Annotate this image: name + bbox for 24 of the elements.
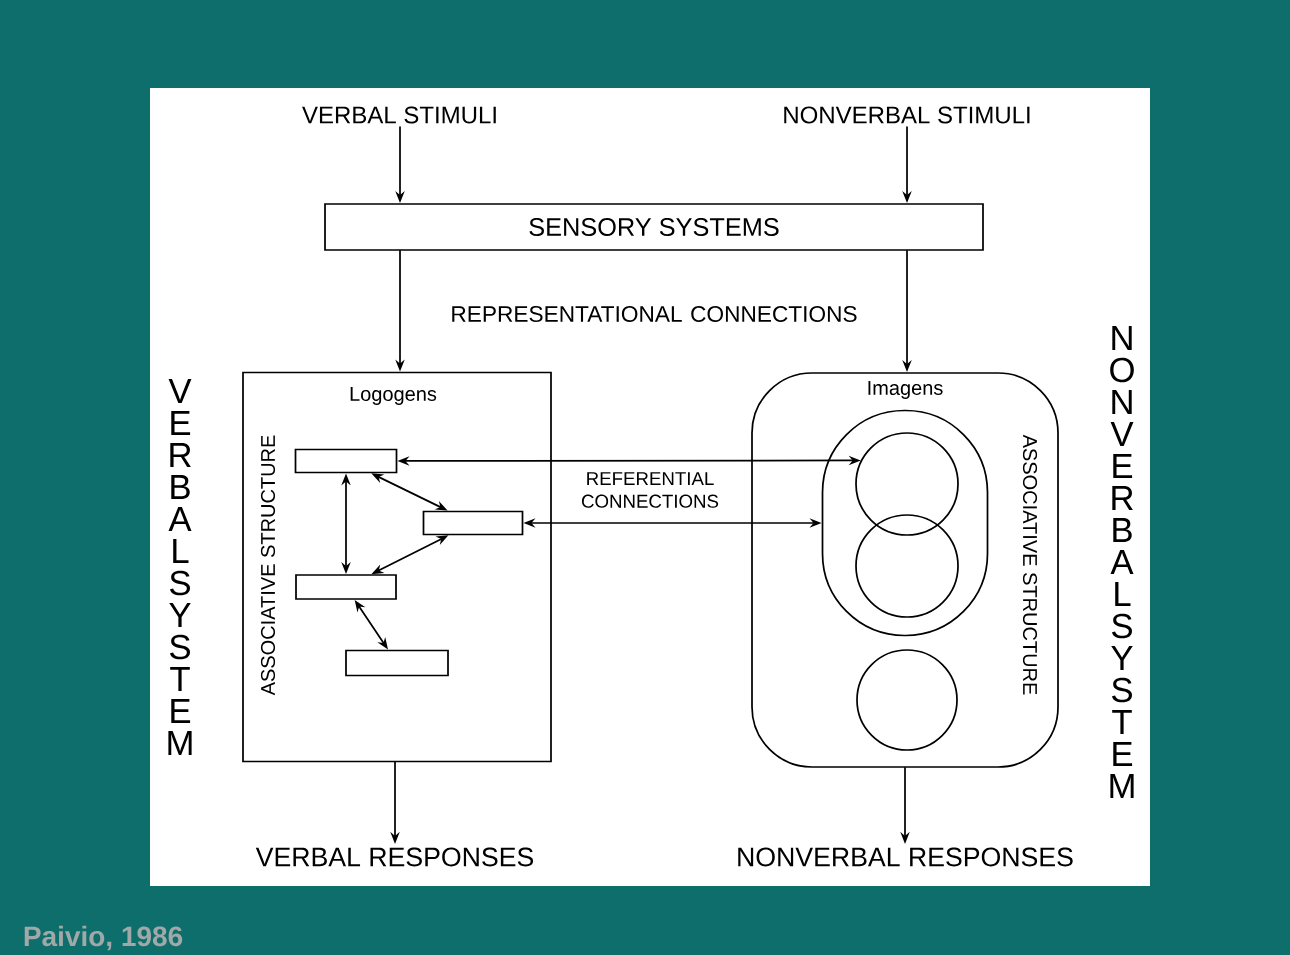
connection-label: REPRESENTATIONAL CONNECTIONS xyxy=(452,305,857,323)
circle xyxy=(856,649,958,751)
text-label: NONVERBAL STIMULI xyxy=(784,106,1030,124)
text-label: NONVERBAL RESPONSES xyxy=(738,847,1073,867)
small-box xyxy=(422,510,524,536)
circle xyxy=(855,514,959,618)
small-box xyxy=(295,574,397,600)
text-label: VERBAL STIMULI xyxy=(302,106,496,124)
system-box: Imagens ASSOCIATIVE STRUCTURE xyxy=(751,372,1059,768)
node-label: Logogens xyxy=(350,387,437,405)
node-label: ASSOCIATIVE STRUCTURE xyxy=(1022,434,1038,695)
connection-label: REFERENTIAL CONNECTIONS xyxy=(582,472,719,508)
circle xyxy=(855,432,959,536)
node-label: ASSOCIATIVE STRUCTURE xyxy=(260,435,276,696)
vertical-label: NONVERBAL SYSTEM xyxy=(1110,326,1134,798)
caption: Paivio, 1986 xyxy=(24,925,183,951)
vertical-label: VERBAL SYSTEM xyxy=(168,379,192,755)
small-box xyxy=(345,649,449,677)
text-label: VERBAL RESPONSES xyxy=(255,847,534,867)
system-box: Logogens ASSOCIATIVE STRUCTURE xyxy=(242,371,552,763)
small-box xyxy=(294,448,398,474)
process-box: SENSORY SYSTEMS xyxy=(324,203,984,251)
node-label: Imagens xyxy=(868,381,943,399)
oval-outline xyxy=(821,409,989,637)
